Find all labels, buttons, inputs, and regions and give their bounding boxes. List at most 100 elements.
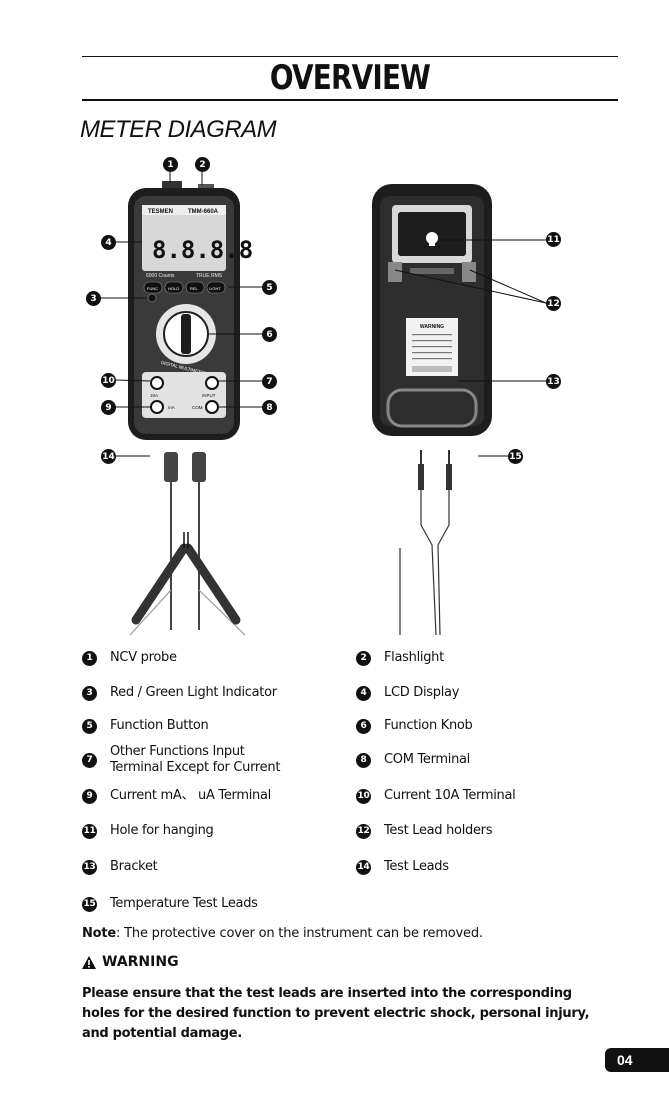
page-number: 04 <box>605 1048 669 1072</box>
meter-counts: 6000 Counts <box>146 273 175 279</box>
legend-number: 10 <box>356 788 371 804</box>
legend-number: 12 <box>356 823 371 839</box>
callout-badge: 12 <box>546 296 561 311</box>
warning-body: Please ensure that the test leads are in… <box>82 986 590 1041</box>
light-button <box>206 281 226 294</box>
legend-item: 6 Function Knob <box>356 718 473 734</box>
legend-label: Test Lead holders <box>384 823 492 839</box>
svg-text:COM: COM <box>192 405 203 410</box>
svg-text:REL: REL <box>190 286 199 291</box>
legend-item: 4 LCD Display <box>356 685 459 701</box>
meter-diagram: TESMEN TMM-660A 8.8.8.8 6000 Counts TRUE… <box>99 172 547 636</box>
legend-label-line: Function Knob <box>384 718 473 733</box>
callout-badge: 11 <box>546 232 561 247</box>
callout-badge: 9 <box>101 400 116 415</box>
legend-label-line: COM Terminal <box>384 752 470 767</box>
top-rule <box>82 56 618 57</box>
legend-item: 5 Function Button <box>82 718 209 734</box>
legend-item: 8 COM Terminal <box>356 752 470 768</box>
svg-text:LIGHT: LIGHT <box>209 286 221 291</box>
note-text: : The protective cover on the instrument… <box>116 926 483 941</box>
callout-badge: 13 <box>546 374 561 389</box>
back-meter: WARNING <box>372 184 492 436</box>
lead-holder-left <box>388 262 402 282</box>
legend-label: Function Button <box>110 718 209 734</box>
com-terminal <box>205 400 219 414</box>
svg-text:FUNC: FUNC <box>147 286 158 291</box>
legend-label-line: Hole for hanging <box>110 823 214 838</box>
legend-item: 11 Hole for hanging <box>82 823 214 839</box>
legend-label: Current mA、 uA Terminal <box>110 788 271 804</box>
legend-item: 2 Flashlight <box>356 650 444 666</box>
legend-label: COM Terminal <box>384 752 470 768</box>
ma-terminal <box>150 400 164 414</box>
svg-text:INPUT: INPUT <box>202 393 216 398</box>
legend-label: Test Leads <box>384 859 449 875</box>
legend-label: Current 10A Terminal <box>384 788 516 804</box>
section-subtitle: METER DIAGRAM <box>80 116 277 143</box>
legend-label-line: Test Leads <box>384 859 449 874</box>
legend-label-line: NCV probe <box>110 650 177 665</box>
front-callout-lines <box>99 172 262 408</box>
legend-number: 15 <box>82 896 97 912</box>
callout-badge: 15 <box>508 449 523 464</box>
lead-holder-right <box>462 262 476 282</box>
legend-item: 15 Temperature Test Leads <box>82 896 258 912</box>
bracket <box>386 388 478 428</box>
callout-badge: 1 <box>163 157 178 172</box>
svg-text:WARNING: WARNING <box>420 324 444 330</box>
legend-label-line: LCD Display <box>384 685 460 700</box>
legend-number: 8 <box>356 752 371 768</box>
legend-label: Flashlight <box>384 650 444 666</box>
legend-label-line: Current 10A Terminal <box>384 788 516 803</box>
test-leads <box>129 452 246 636</box>
legend-item: 10 Current 10A Terminal <box>356 788 516 804</box>
legend-label-line: Other Functions Input <box>110 744 245 759</box>
input-terminal <box>205 376 219 390</box>
callout-badge: 10 <box>101 373 116 388</box>
legend-label: LCD Display <box>384 685 459 701</box>
callout-badge: 4 <box>101 235 116 250</box>
callout-badge: 5 <box>262 280 277 295</box>
legend-label: Temperature Test Leads <box>110 896 258 912</box>
callout-badge: 3 <box>86 291 101 306</box>
svg-text:10A: 10A <box>150 393 158 398</box>
legend-label: Bracket <box>110 859 158 875</box>
note-prefix: Note <box>82 926 117 941</box>
callout-badge: 2 <box>195 157 210 172</box>
10a-terminal <box>150 376 164 390</box>
func-button <box>143 281 163 294</box>
legend-label-line: Bracket <box>110 859 158 874</box>
legend-label-line: Function Button <box>110 718 209 733</box>
legend-label: Hole for hanging <box>110 823 214 839</box>
legend-label-line: Temperature Test Leads <box>110 896 258 911</box>
legend-label: NCV probe <box>110 650 177 666</box>
legend-number: 7 <box>82 752 97 768</box>
warning-heading: WARNING <box>82 954 179 970</box>
callout-badge: 7 <box>262 374 277 389</box>
lcd-display <box>142 205 226 271</box>
legend-number: 2 <box>356 650 371 666</box>
rel-button <box>185 281 205 294</box>
legend-number: 4 <box>356 685 371 701</box>
legend-number: 11 <box>82 823 97 839</box>
meter-model: TMM-660A <box>188 209 219 215</box>
light-indicator <box>147 293 157 303</box>
title-underline <box>82 99 618 101</box>
legend-item: 9 Current mA、 uA Terminal <box>82 788 271 804</box>
lcd-digits: 8.8.8.8 <box>152 236 253 264</box>
legend-label-line: Test Lead holders <box>384 823 493 838</box>
legend-label-line: Current mA、 uA Terminal <box>110 788 271 803</box>
callout-badge: 6 <box>262 327 277 342</box>
legend-number: 9 <box>82 788 97 804</box>
legend-item: 12 Test Lead holders <box>356 823 492 839</box>
svg-text:mA: mA <box>168 405 175 410</box>
legend-label-line: Red / Green Light Indicator <box>110 685 277 700</box>
legend-label: Function Knob <box>384 718 473 734</box>
legend-number: 6 <box>356 718 371 734</box>
svg-text:HOLD: HOLD <box>168 286 179 291</box>
legend-number: 5 <box>82 718 97 734</box>
callout-badge: 8 <box>262 400 277 415</box>
